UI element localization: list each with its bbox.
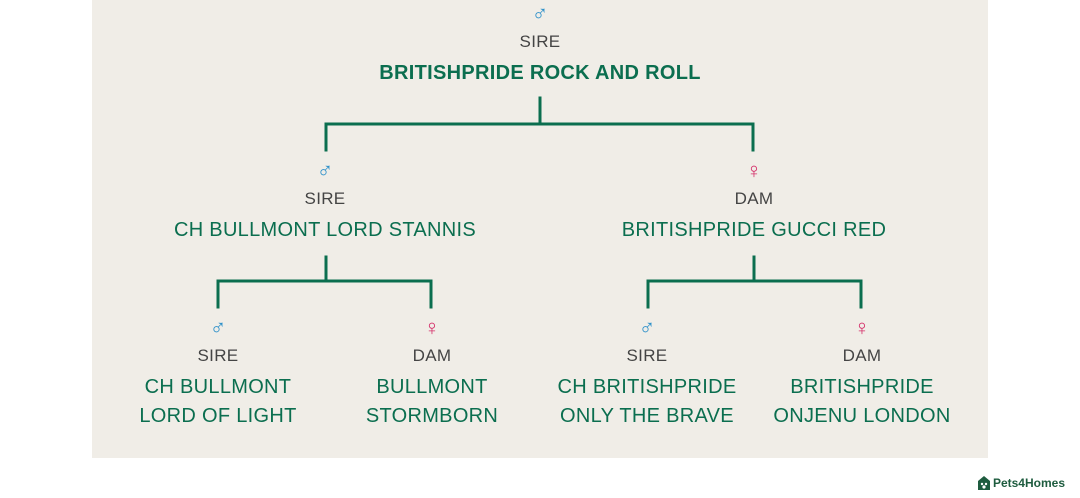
logo-text: Pets4Homes [992,476,1065,490]
node-role: DAM [412,346,452,365]
female-symbol-icon: ♀ [423,315,441,340]
male-symbol-icon: ♂ [316,158,334,183]
node-root: ♂ SIRE BRITISHPRIDE ROCK AND ROLL [379,2,701,88]
house-paw-icon [977,476,990,490]
node-name-line-1: BRITISHPRIDE [790,376,934,398]
node-role: SIRE [197,346,239,365]
node-sire-dam: ♀ DAM BULLMONT STORMBORN [366,316,498,431]
node-sire-sire: ♂ SIRE CH BULLMONT LORD OF LIGHT [139,316,296,431]
node-role: SIRE [626,346,668,365]
node-dam: ♀ DAM BRITISHPRIDE GUCCI RED [622,159,886,245]
pets4homes-logo: Pets4Homes [977,476,1065,490]
node-name: BRITISHPRIDE ROCK AND ROLL [379,62,701,84]
node-name-line-2: ONLY THE BRAVE [560,405,734,427]
node-name-line-2: STORMBORN [365,405,499,427]
female-symbol-icon: ♀ [745,158,763,183]
node-name-line-2: ONJENU LONDON [773,405,951,427]
node-role: SIRE [519,32,561,51]
node-dam-dam: ♀ DAM BRITISHPRIDE ONJENU LONDON [773,316,950,431]
node-name-line-1: CH BULLMONT [144,376,292,398]
node-name: BRITISHPRIDE GUCCI RED [621,219,887,241]
node-role: DAM [734,189,774,208]
node-role: DAM [842,346,882,365]
male-symbol-icon: ♂ [209,315,227,340]
node-name: CH BULLMONT LORD STANNIS [173,219,477,241]
pedigree-panel [92,0,988,458]
node-sire: ♂ SIRE CH BULLMONT LORD STANNIS [174,159,476,245]
node-name-line-1: CH BRITISHPRIDE [557,376,737,398]
female-symbol-icon: ♀ [853,315,871,340]
node-role: SIRE [304,189,346,208]
node-name-line-2: LORD OF LIGHT [139,405,297,427]
male-symbol-icon: ♂ [531,1,549,26]
node-dam-sire: ♂ SIRE CH BRITISHPRIDE ONLY THE BRAVE [558,316,737,431]
male-symbol-icon: ♂ [638,315,656,340]
node-name-line-1: BULLMONT [376,376,488,398]
